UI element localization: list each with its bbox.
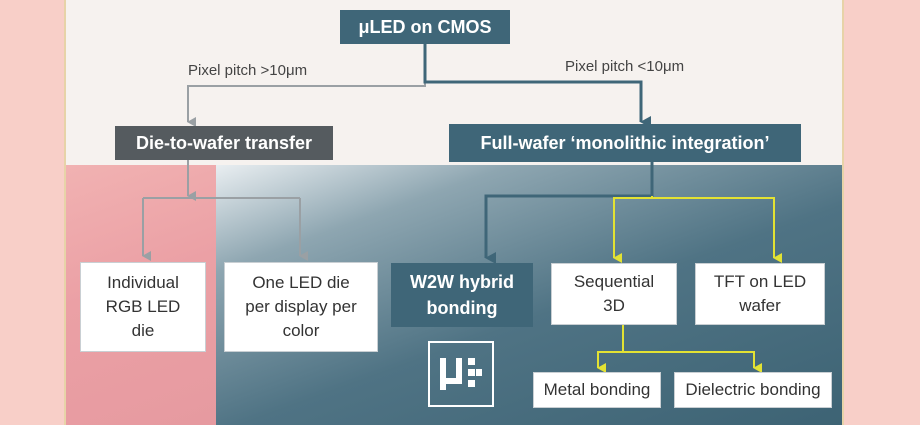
edge-label-small-pitch: Pixel pitch <10μm [565,58,685,75]
leaf-metal-bonding: Metal bonding [533,372,661,408]
edge-root-to-die-to-wafer [187,42,426,127]
edge-sequential-to-bonding [597,322,755,368]
monolithic-node: Full-wafer ‘monolithic integration’ [449,124,801,162]
die-to-wafer-node: Die-to-wafer transfer [115,126,333,160]
edge-root-to-monolithic [423,42,651,128]
edge-left-leaves [142,197,301,256]
leaf-individual-rgb-led-die: Individual RGB LED die [80,262,206,352]
leaf-tft-on-led-wafer: TFT on LED wafer [695,263,825,325]
edge-monolithic-to-w2w [484,162,654,264]
edge-monolithic-to-sequential [613,196,775,258]
root-node: μLED on CMOS [340,10,510,44]
leaf-dielectric-bonding: Dielectric bonding [674,372,832,408]
imec-mu-logo-icon [428,341,494,407]
edge-label-large-pitch: Pixel pitch >10μm [188,62,308,79]
leaf-sequential-3d: Sequential 3D [551,263,677,325]
leaf-one-led-die-per-color: One LED die per display per color [224,262,378,352]
mu-glyph-icon [440,358,482,390]
leaf-w2w-hybrid-bonding: W2W hybrid bonding [391,263,533,327]
